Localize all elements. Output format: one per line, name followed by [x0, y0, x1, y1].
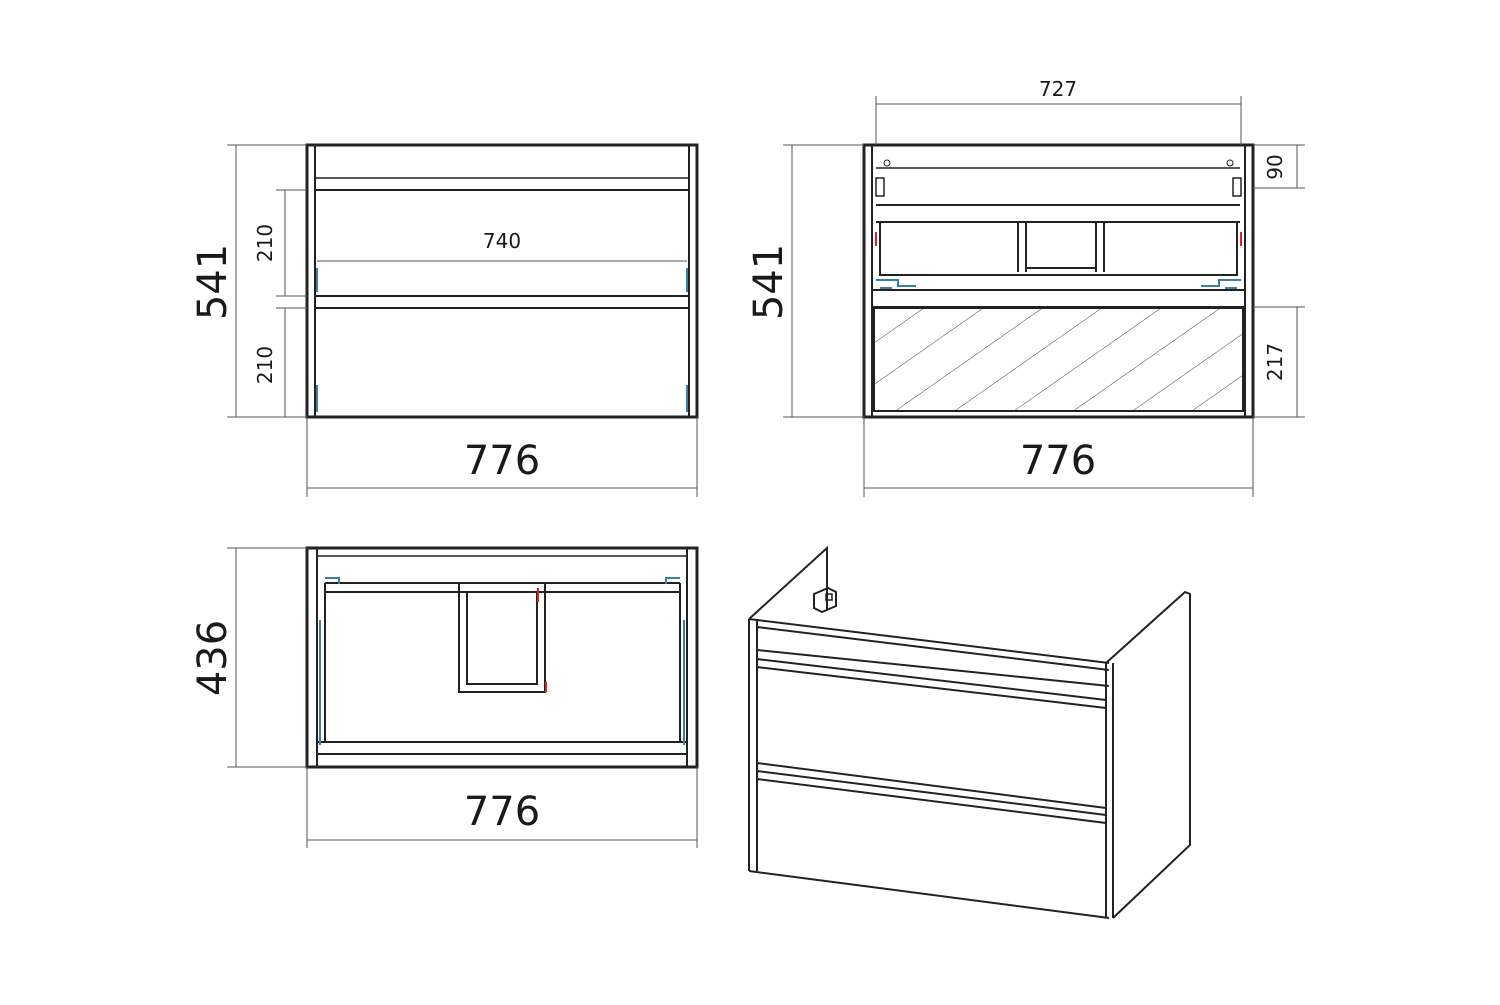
- runner-fitting-right: [1201, 279, 1241, 289]
- bracket-right: [1232, 177, 1242, 197]
- iso-bottom-edge: [748, 870, 1110, 919]
- section-width-label: 776: [1020, 438, 1096, 484]
- siphon-notch-outer: [458, 583, 546, 693]
- top-view: 436 776: [190, 546, 699, 848]
- runner-fitting-right: [665, 577, 680, 584]
- iso-upper-drawer-edge: [756, 666, 1107, 709]
- iso-right-panel: [1105, 590, 1191, 919]
- section-outline: [862, 143, 1255, 419]
- bracket-left: [875, 177, 885, 197]
- iso-upper-drawer-top: [756, 658, 1107, 701]
- runner-fitting-left: [876, 279, 916, 289]
- iso-front-top-edge: [748, 618, 1110, 664]
- top-width-label: 776: [464, 789, 540, 835]
- front-outline: [305, 143, 699, 419]
- iso-lower-drawer-top: [756, 770, 1107, 816]
- iso-front-rail-top: [756, 626, 1110, 671]
- iso-upper-drawer-bottom: [756, 762, 1107, 809]
- isometric-view: [748, 545, 1191, 919]
- fixing-point: [883, 159, 891, 167]
- top-outline: [305, 546, 699, 769]
- lower-drawer-label: 210: [253, 346, 277, 384]
- siphon-notch-inner: [466, 592, 538, 685]
- iso-front-rail-bottom: [756, 649, 1110, 687]
- section-view: 727 541 90 217 776: [746, 77, 1305, 497]
- top-depth-label: 436: [190, 620, 236, 696]
- iso-wall-bracket: [813, 586, 837, 614]
- lower-drawer-section-hatched: [873, 307, 1244, 412]
- top-gap-label: 90: [1263, 154, 1287, 179]
- front-height-label: 541: [190, 244, 236, 320]
- runner-fitting-left: [325, 577, 340, 584]
- iso-bracket-hole: [825, 593, 833, 601]
- front-view: 541 210 210 740 776: [190, 143, 699, 497]
- section-height-label: 541: [746, 244, 792, 320]
- front-width-label: 776: [464, 438, 540, 484]
- upper-drawer-label: 210: [253, 224, 277, 262]
- section-inner-width-label: 727: [1039, 77, 1077, 101]
- drawer-height-label: 217: [1263, 343, 1287, 381]
- fixing-point: [1226, 159, 1234, 167]
- front-inner-width-label: 740: [483, 229, 521, 253]
- iso-lower-drawer-edge: [756, 778, 1107, 824]
